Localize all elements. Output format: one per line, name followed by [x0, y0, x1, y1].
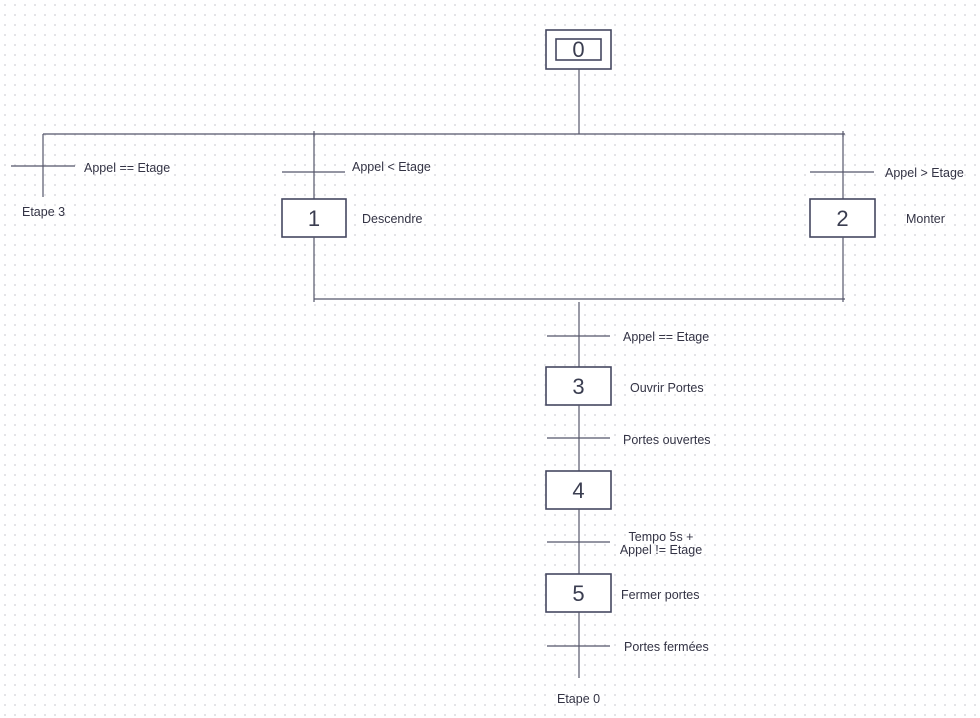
transition-0-2-label: Appel > Etage — [885, 166, 964, 180]
step-3-number: 3 — [572, 374, 584, 399]
action-monter: Monter — [906, 212, 945, 226]
action-ouvrir-portes: Ouvrir Portes — [630, 381, 704, 395]
transition-3-label: Appel == Etage — [623, 330, 709, 344]
transition-3-4-label: Portes ouvertes — [623, 433, 711, 447]
transition-5-0-label: Portes fermées — [624, 640, 709, 654]
action-descendre: Descendre — [362, 212, 422, 226]
step-1-number: 1 — [308, 206, 320, 231]
step-5-number: 5 — [572, 581, 584, 606]
step-2[interactable]: 2 — [809, 198, 876, 238]
step-0[interactable]: 0 — [545, 29, 612, 70]
step-4-number: 4 — [572, 478, 584, 503]
transition-4-5-label-line1: Tempo 5s + — [629, 530, 694, 544]
action-fermer-portes: Fermer portes — [621, 588, 700, 602]
transition-4-5-label-line2: Appel != Etage — [620, 543, 702, 557]
step-0-number: 0 — [572, 37, 584, 62]
step-4[interactable]: 4 — [545, 470, 612, 510]
jump-etape-3: Etape 3 — [22, 205, 65, 219]
transition-0-1-label: Appel < Etage — [352, 160, 431, 174]
step-2-number: 2 — [836, 206, 848, 231]
jump-etape-0: Etape 0 — [557, 692, 600, 706]
step-3[interactable]: 3 — [545, 366, 612, 406]
step-5[interactable]: 5 — [545, 573, 612, 613]
step-1[interactable]: 1 — [281, 198, 347, 238]
transition-left-label: Appel == Etage — [84, 161, 170, 175]
